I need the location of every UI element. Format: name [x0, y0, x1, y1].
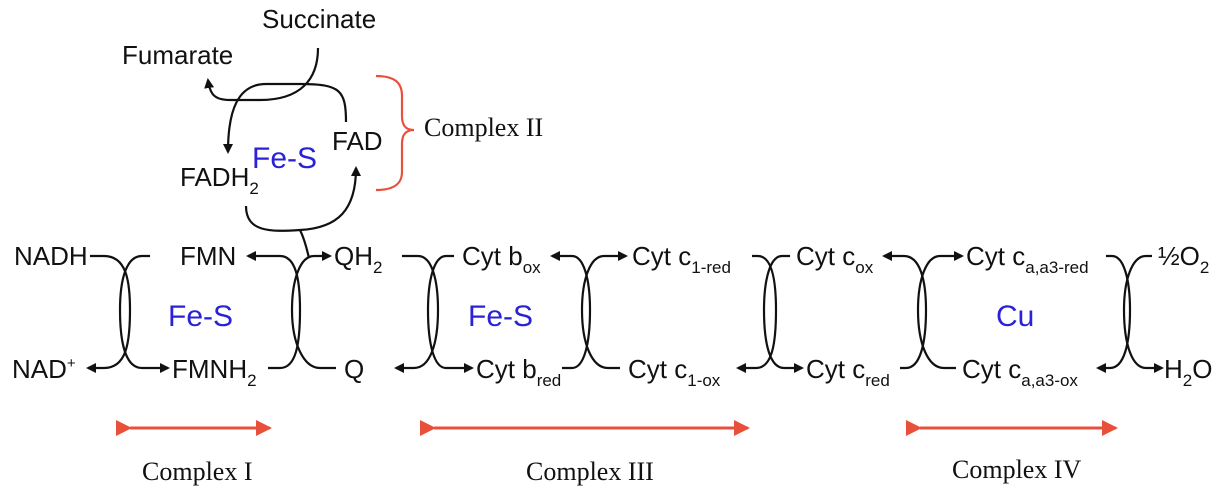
complex-iii: Cyt box Cyt bred Cyt c1-red Cyt c1-ox Fe… — [394, 241, 778, 390]
cyt-c1-red-label: Cyt c1-red — [632, 241, 731, 277]
complex-iii-fe-s-label: Fe-S — [468, 300, 533, 333]
complex-ii-to-qh2-curve — [299, 229, 311, 259]
cyt-c-red-to-ox-curve — [882, 251, 928, 370]
fad-to-fadh2-curve — [223, 82, 348, 154]
cyt-caa3-red-to-ox-curve — [1096, 254, 1132, 373]
complex-i: NADH NAD+ FMN FMNH2 Fe-S — [12, 241, 336, 390]
complex-ii-brace — [375, 74, 415, 192]
complex-iv-label: Complex IV — [952, 455, 1081, 484]
qh2-label: QH2 — [334, 241, 382, 277]
cyt-caa3-red-label: Cyt ca,a3-red — [966, 241, 1089, 277]
complex-labels: Complex I Complex III Complex IV — [116, 420, 1118, 486]
fmn-to-fmnh2-curve — [118, 254, 170, 373]
cytochrome-c: Cyt cox Cyt cred — [762, 241, 928, 390]
nadh-to-nad-curve — [86, 254, 132, 373]
complex-ii-fe-s-label: Fe-S — [252, 142, 317, 175]
cyt-c-ox-to-red-curve — [762, 254, 804, 373]
complex-iv: Cyt ca,a3-red Cyt ca,a3-ox Cu ½O2 H2O — [916, 241, 1212, 390]
complex-i-fe-s-label: Fe-S — [168, 300, 233, 333]
fadh2-to-fad-curve — [244, 166, 361, 232]
q-label: Q — [344, 354, 364, 384]
cyt-b-red-return-curve — [550, 251, 592, 370]
nad-plus-label: NAD+ — [12, 354, 76, 384]
cyt-c1-red-to-ox-curve — [736, 254, 778, 373]
qh2-to-q-curve — [394, 254, 440, 373]
fmn-label: FMN — [180, 241, 236, 271]
complex-iii-label: Complex III — [526, 457, 654, 486]
nadh-label: NADH — [14, 241, 88, 271]
succinate-label: Succinate — [262, 4, 376, 34]
complex-i-label: Complex I — [142, 457, 253, 486]
cyt-c-red-label: Cyt cred — [806, 354, 890, 390]
fmnh2-to-fmn-curve — [246, 251, 302, 370]
complex-ii-label: Complex II — [424, 113, 543, 142]
cyt-b-red-to-ox-curve — [426, 254, 474, 373]
o2-to-h2o-curve — [1122, 254, 1164, 373]
fad-label: FAD — [332, 126, 383, 156]
cyt-c1-ox-label: Cyt c1-ox — [628, 354, 721, 390]
complex-ii: Succinate Fumarate FADH2 FAD Fe-S Comple… — [122, 4, 543, 259]
succinate-to-fumarate-curve — [204, 47, 320, 102]
cyt-b-ox-label: Cyt box — [462, 241, 541, 277]
complex-iv-cu-label: Cu — [996, 300, 1034, 333]
cyt-c-ox-label: Cyt cox — [796, 241, 874, 277]
quinone-pool: QH2 Q — [334, 241, 382, 384]
cyt-c1-ox-to-red-curve — [580, 251, 628, 370]
q-to-qh2-curve — [290, 251, 336, 370]
fmnh2-label: FMNH2 — [172, 354, 257, 390]
cyt-caa3-ox-to-red-curve — [916, 251, 964, 370]
cyt-b-red-label: Cyt bred — [476, 354, 561, 390]
cyt-caa3-ox-label: Cyt ca,a3-ox — [962, 354, 1078, 390]
fadh2-label: FADH2 — [180, 162, 259, 198]
h2o-label: H2O — [1164, 354, 1212, 390]
half-o2-label: ½O2 — [1158, 241, 1209, 277]
fumarate-label: Fumarate — [122, 40, 233, 70]
